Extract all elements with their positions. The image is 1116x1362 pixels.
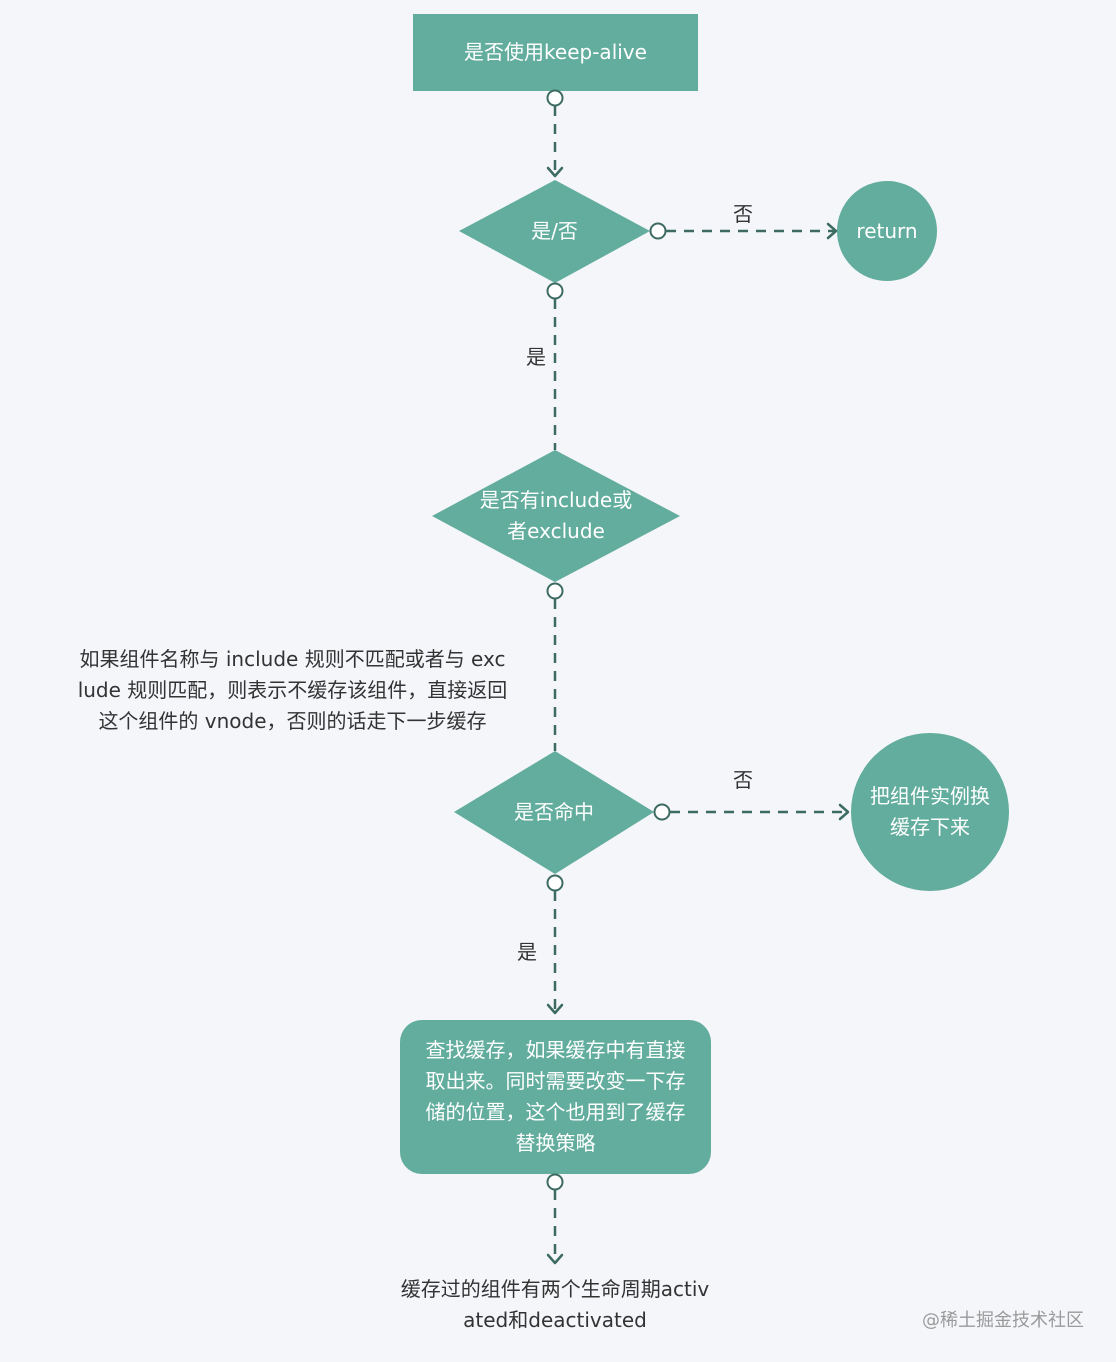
cache-instance-node-shape (851, 733, 1009, 891)
edge-label-hit-no: 否 (733, 768, 753, 792)
arrowhead-start-to-decision (546, 166, 564, 178)
port-decision-hit-bottom (546, 874, 564, 892)
decision-include-label: 是否有include或 者exclude (479, 488, 633, 543)
port-decision-hit-right (653, 803, 671, 821)
start-node-shape (413, 14, 698, 91)
lookup-cache-node-shape (400, 1020, 711, 1174)
watermark: @稀土掘金技术社区 (922, 1310, 1084, 1331)
decision-use-shape (459, 180, 650, 283)
port-decision-include-bottom (546, 582, 564, 600)
port-decision-use-right (649, 222, 667, 240)
return-node-label: return (856, 218, 918, 243)
decision-use-label: 是/否 (531, 219, 578, 243)
include-note-text: 如果组件名称与 include 规则不匹配或者与 exc lude 规则匹配，则… (77, 647, 508, 733)
decision-cache-hit: 是否命中 (454, 751, 654, 874)
port-lookup-bottom (546, 1173, 564, 1191)
return-node-shape (837, 181, 937, 281)
decision-use-keep-alive: 是/否 (459, 180, 650, 283)
arrowhead-hit-to-lookup (546, 1003, 564, 1015)
decision-hit-label: 是否命中 (514, 800, 594, 824)
edge-label-use-yes: 是 (526, 345, 546, 369)
start-node-label: 是否使用keep-alive (464, 40, 647, 64)
port-start-bottom (546, 89, 564, 107)
lookup-cache-label: 查找缓存，如果缓存中有直接 取出来。同时需要改变一下存 储的位置，这个也用到了缓… (425, 1038, 686, 1155)
edge-label-use-no: 否 (733, 202, 753, 226)
lifecycle-text: 缓存过的组件有两个生命周期activ ated和deactivated (400, 1277, 710, 1332)
edge-label-hit-yes: 是 (517, 940, 537, 964)
start-node: 是否使用keep-alive (413, 14, 698, 91)
decision-hit-shape (454, 751, 654, 874)
arrowhead-decision-to-return (826, 222, 838, 240)
decision-include-exclude: 是否有include或 者exclude (432, 450, 680, 582)
arrowhead-lookup-to-lifecycle (546, 1253, 564, 1265)
decision-include-shape (432, 450, 680, 582)
return-node: return (837, 181, 937, 281)
port-decision-use-bottom (546, 282, 564, 300)
lookup-cache-node: 查找缓存，如果缓存中有直接 取出来。同时需要改变一下存 储的位置，这个也用到了缓… (400, 1020, 711, 1174)
arrowhead-hit-to-cache-instance (838, 803, 850, 821)
cache-instance-label: 把组件实例换 缓存下来 (870, 784, 990, 839)
cache-instance-node: 把组件实例换 缓存下来 (851, 733, 1009, 891)
